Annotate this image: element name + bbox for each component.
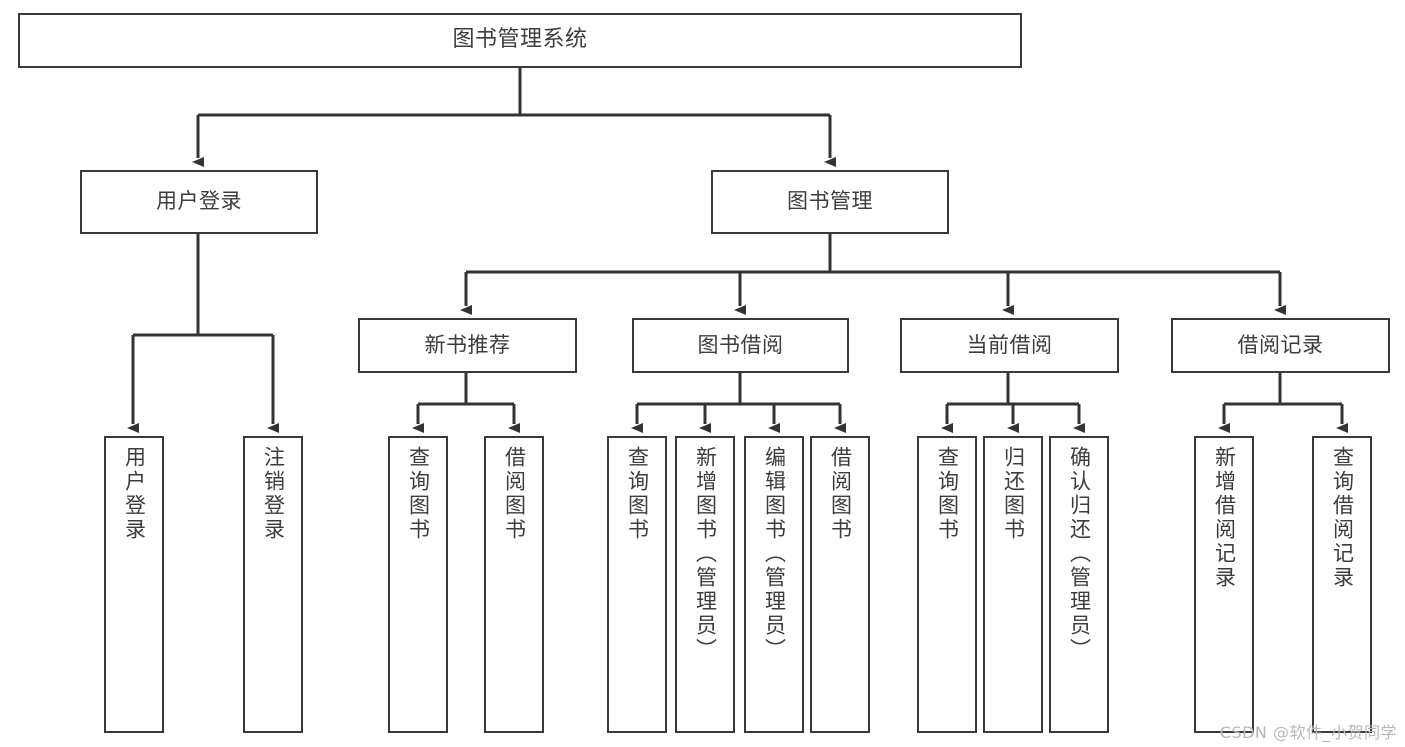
leaf-borrow-book-1-label: 借阅图书 (502, 446, 527, 542)
leaf-query-book-1[interactable]: 查询图书 (388, 436, 448, 733)
node-borrow-record[interactable]: 借阅记录 (1171, 318, 1390, 373)
leaf-query-book-3[interactable]: 查询图书 (917, 436, 977, 733)
leaf-return-book[interactable]: 归还图书 (983, 436, 1043, 733)
leaf-borrow-book-2-label: 借阅图书 (828, 446, 853, 542)
leaf-query-book-1-label: 查询图书 (406, 446, 431, 542)
leaf-query-record[interactable]: 查询借阅记录 (1312, 436, 1372, 733)
leaf-borrow-book-1[interactable]: 借阅图书 (484, 436, 544, 733)
leaf-user-login[interactable]: 用户登录 (104, 436, 164, 733)
node-current-borrow[interactable]: 当前借阅 (900, 318, 1119, 373)
node-borrow-record-label: 借阅记录 (1237, 332, 1324, 357)
leaf-query-record-label: 查询借阅记录 (1330, 446, 1355, 590)
leaf-query-book-3-label: 查询图书 (935, 446, 960, 542)
leaf-borrow-book-2[interactable]: 借阅图书 (810, 436, 870, 733)
leaf-confirm-return[interactable]: 确认归还（管理员） (1049, 436, 1109, 733)
leaf-add-record-label: 新增借阅记录 (1212, 446, 1237, 590)
leaf-logout[interactable]: 注销登录 (243, 436, 303, 733)
node-current-borrow-label: 当前借阅 (966, 332, 1053, 357)
leaf-return-book-label: 归还图书 (1001, 446, 1026, 542)
node-book-borrow[interactable]: 图书借阅 (632, 318, 849, 373)
leaf-query-book-2[interactable]: 查询图书 (607, 436, 667, 733)
leaf-add-book[interactable]: 新增图书（管理员） (675, 436, 735, 733)
leaf-logout-label: 注销登录 (261, 446, 286, 542)
node-user-login-label: 用户登录 (156, 189, 242, 214)
leaf-edit-book-label: 编辑图书（管理员） (762, 446, 787, 662)
leaf-edit-book[interactable]: 编辑图书（管理员） (744, 436, 804, 733)
node-root-label: 图书管理系统 (452, 27, 588, 53)
leaf-query-book-2-label: 查询图书 (625, 446, 650, 542)
node-root[interactable]: 图书管理系统 (18, 13, 1022, 68)
leaf-confirm-return-label: 确认归还（管理员） (1067, 446, 1092, 662)
node-new-book-recommend[interactable]: 新书推荐 (358, 318, 577, 373)
node-book-borrow-label: 图书借阅 (697, 332, 784, 357)
node-new-book-recommend-label: 新书推荐 (424, 332, 511, 357)
leaf-add-book-label: 新增图书（管理员） (693, 446, 718, 662)
node-user-login[interactable]: 用户登录 (80, 170, 318, 234)
node-book-manage-label: 图书管理 (787, 189, 873, 214)
node-book-manage[interactable]: 图书管理 (711, 170, 949, 234)
leaf-add-record[interactable]: 新增借阅记录 (1194, 436, 1254, 733)
leaf-user-login-label: 用户登录 (122, 446, 147, 542)
